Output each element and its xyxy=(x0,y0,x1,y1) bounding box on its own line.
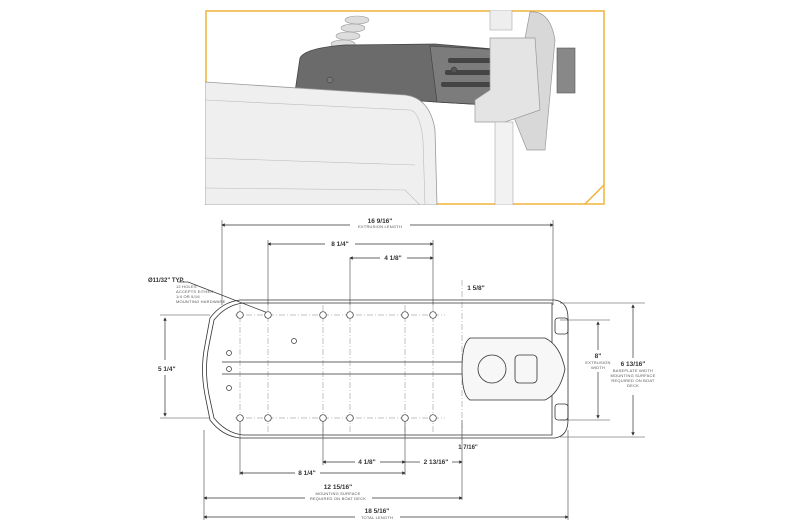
bottom-span-c: 2 13/16" xyxy=(424,459,449,466)
total-length-label: TOTAL LENGTH xyxy=(361,515,393,520)
boat-deck xyxy=(205,81,438,205)
hole-callout: Ø11/32" TYP. xyxy=(148,278,185,284)
bottom-span-b: 4 1/8" xyxy=(358,459,376,466)
hole-callout-line2: ACCEPTS EITHER xyxy=(176,289,213,294)
baseplate-line4: DECK xyxy=(627,383,639,388)
extrusion-length-value: 16 9/16" xyxy=(368,218,393,225)
baseplate-line1: BASEPLATE WIDTH xyxy=(613,368,653,373)
mounting-surface-line2: REQUIRED ON BOAT DECK xyxy=(310,496,366,501)
extrusion-width: 8" xyxy=(595,353,602,360)
product-render-inset xyxy=(205,10,605,205)
top-span-b: 4 1/8" xyxy=(384,255,402,262)
mounting-holes xyxy=(226,311,437,422)
hole-callout-line4: MOUNTING HARDWARE xyxy=(176,299,226,304)
extrusion-plan xyxy=(202,299,569,439)
left-height: 5 1/4" xyxy=(158,366,176,373)
baseplate-line2: MOUNTING SURFACE xyxy=(611,373,656,378)
baseplate-line3: REQUIRED ON BOAT xyxy=(611,378,654,383)
total-length: 18 5/16" xyxy=(365,508,390,515)
mounting-surface: 12 15/16" xyxy=(324,484,352,491)
extrusion-width-line2: WIDTH xyxy=(591,365,605,370)
coiled-cable xyxy=(330,15,370,49)
hole-callout-line3: 1/4 OR 5/16 xyxy=(176,294,200,299)
extrusion-width-line1: EXTRUSION xyxy=(585,360,610,365)
extrusion-length-label: EXTRUSION LENGTH xyxy=(358,224,402,229)
hole-callout-line1: 12 HOLES xyxy=(176,284,197,289)
baseplate-width: 6 13/16" xyxy=(621,361,646,368)
bottom-span-a: 8 1/4" xyxy=(298,470,316,477)
mounting-surface-line1: MOUNTING SURFACE xyxy=(316,491,361,496)
offset-bottom: 1 7/16" xyxy=(458,445,478,451)
offset-top: 1 5/8" xyxy=(467,285,485,292)
top-span-a: 8 1/4" xyxy=(331,241,349,248)
